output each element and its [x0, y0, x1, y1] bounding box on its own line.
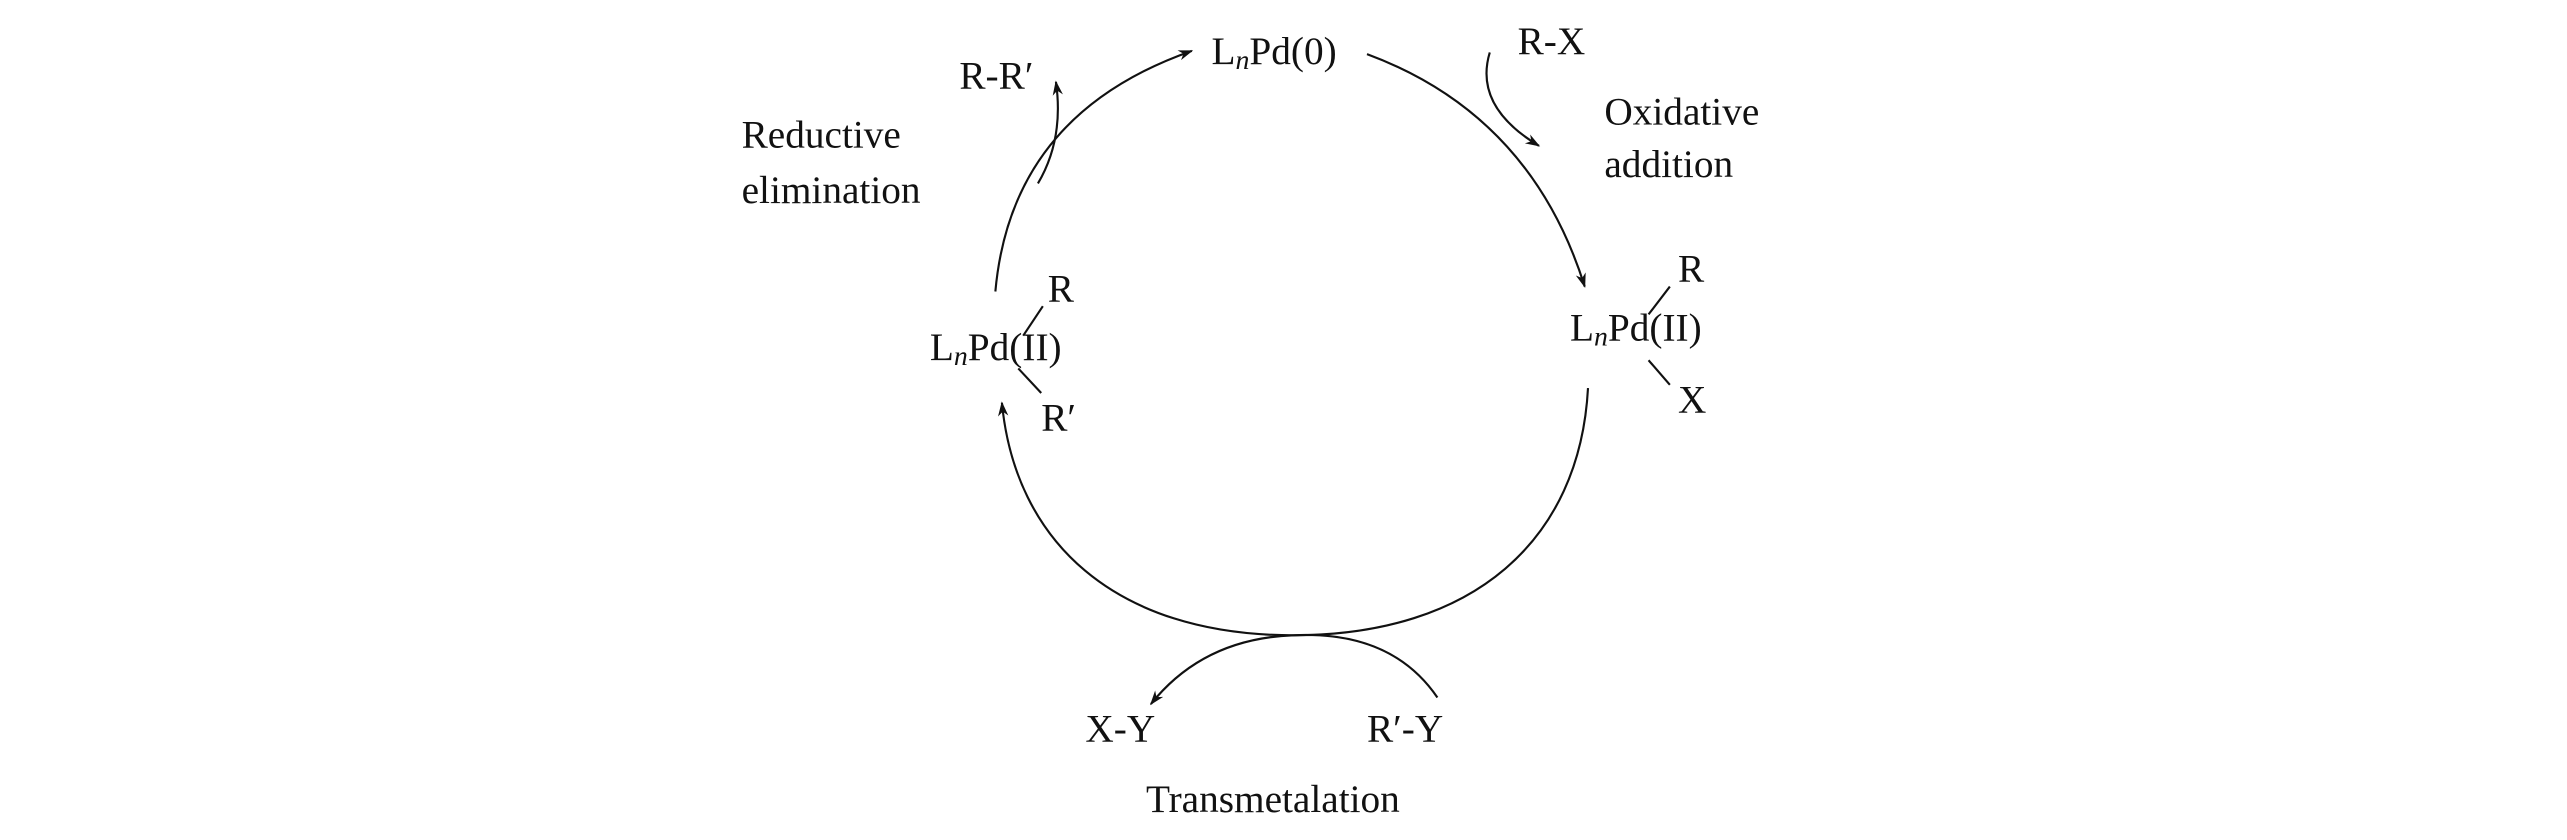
ligand-r-left: R: [1048, 267, 1075, 310]
arc-reductive-elimination: [994, 49, 1194, 292]
bond-line: [1017, 367, 1042, 394]
product-rr: R-R′: [959, 54, 1033, 97]
bond-line: [1647, 359, 1671, 386]
reagent-rx: R-X: [1518, 20, 1586, 63]
arrow-rx-in: [1485, 52, 1541, 147]
ligand-x-right: X: [1678, 379, 1706, 422]
ligand-r-right: R: [1678, 248, 1705, 291]
label-elimination: elimination: [742, 169, 921, 212]
arrow-transmetalation: [1149, 633, 1439, 706]
byproduct-xy: X-Y: [1085, 708, 1155, 751]
arc-oxidative-addition: [1366, 53, 1586, 288]
reagent-ry: R′-Y: [1367, 708, 1443, 751]
label-addition: addition: [1604, 143, 1733, 186]
label-transmetalation: Transmetalation: [1146, 778, 1400, 821]
arrow-product-out: [1037, 80, 1063, 184]
bond-line: [1022, 305, 1044, 337]
bond-line: [1647, 285, 1671, 316]
species-pd2-left: LnPd(II): [930, 326, 1062, 372]
ligand-rprime-left: R′: [1041, 397, 1076, 440]
label-oxidative: Oxidative: [1604, 91, 1759, 134]
species-pd2-right: LnPd(II): [1570, 307, 1702, 353]
arc-transmetalation-cycle: [998, 388, 1590, 637]
species-pd0: LnPd(0): [1211, 30, 1336, 76]
label-reductive: Reductive: [742, 113, 901, 156]
